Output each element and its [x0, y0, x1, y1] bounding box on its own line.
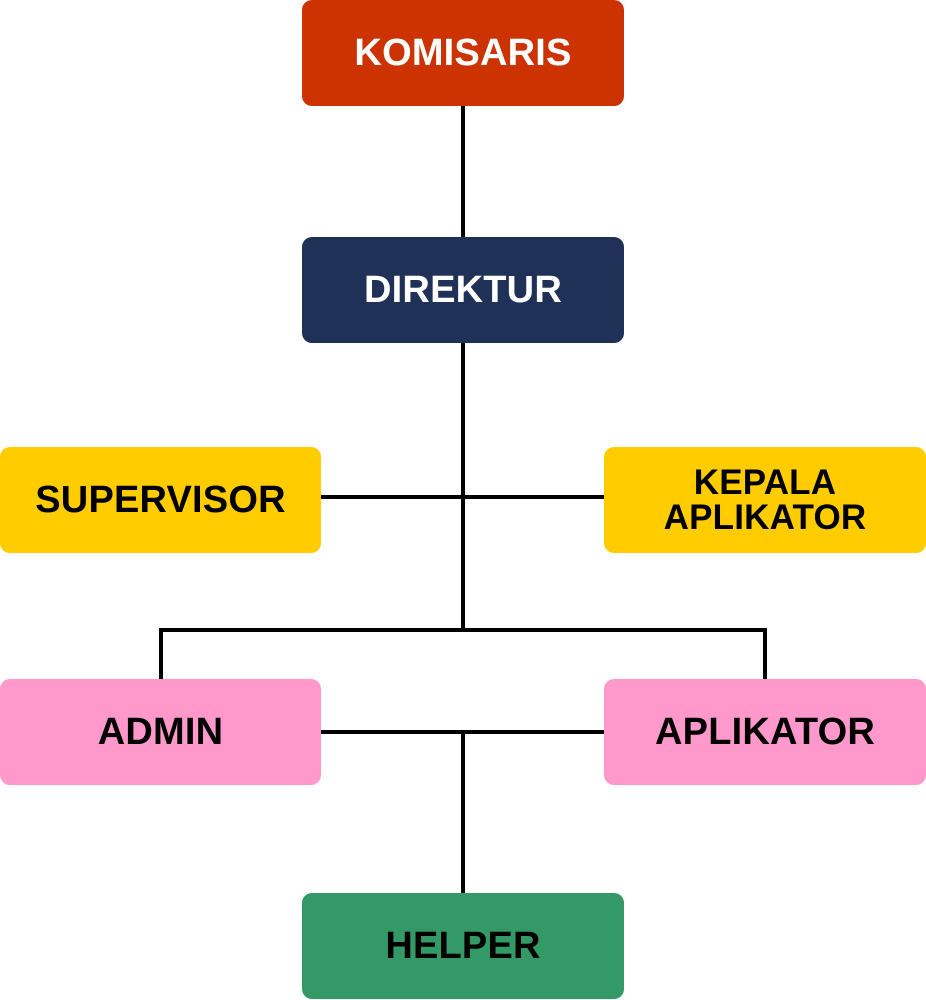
node-supervisor: SUPERVISOR: [0, 447, 321, 553]
node-aplikator-label: APLIKATOR: [655, 711, 875, 753]
node-helper-label: HELPER: [385, 925, 541, 967]
node-direktur: DIREKTUR: [302, 237, 624, 343]
node-admin: ADMIN: [0, 679, 321, 785]
node-aplikator: APLIKATOR: [604, 679, 926, 785]
node-kepala-aplikator-label: KEPALA APLIKATOR: [663, 463, 867, 537]
node-direktur-label: DIREKTUR: [364, 269, 562, 311]
node-supervisor-label: SUPERVISOR: [35, 479, 286, 521]
node-kepala-aplikator: KEPALA APLIKATOR: [604, 447, 926, 553]
node-komisaris: KOMISARIS: [302, 0, 624, 106]
node-komisaris-label: KOMISARIS: [354, 32, 572, 74]
node-admin-label: ADMIN: [97, 711, 224, 753]
node-helper: HELPER: [302, 893, 624, 999]
